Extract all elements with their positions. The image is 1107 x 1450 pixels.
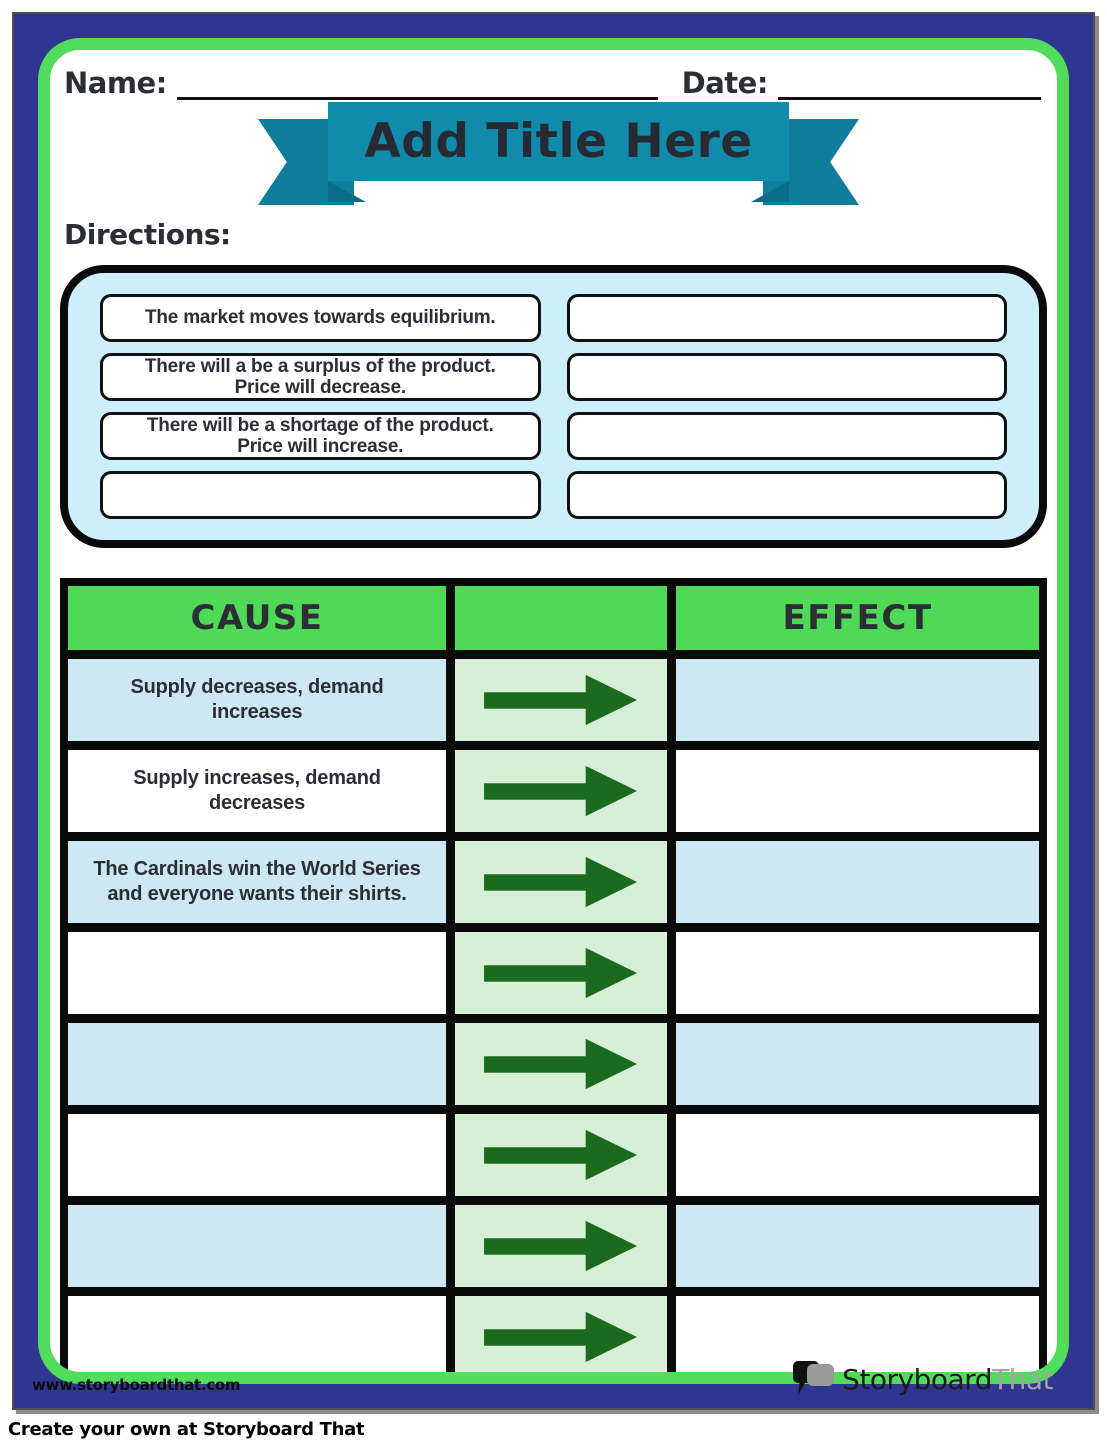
cause-cell[interactable] bbox=[68, 1205, 446, 1287]
site-url-text: www.storyboardthat.com bbox=[32, 1376, 241, 1394]
right-arrow-icon bbox=[484, 1220, 637, 1272]
word-bank-item[interactable]: There will a be a surplus of the product… bbox=[100, 353, 541, 401]
arrow-cell bbox=[455, 932, 667, 1014]
arrow-cell bbox=[455, 750, 667, 832]
cause-cell[interactable] bbox=[68, 1114, 446, 1196]
effect-cell[interactable] bbox=[676, 659, 1039, 741]
arrow-cell bbox=[455, 1205, 667, 1287]
arrow-cell bbox=[455, 659, 667, 741]
word-bank-item-text: There will be a shortage of the product.… bbox=[146, 414, 494, 457]
word-bank-item[interactable]: The market moves towards equilibrium. bbox=[100, 294, 541, 342]
arrow-cell bbox=[455, 1023, 667, 1105]
cause-cell[interactable] bbox=[68, 1296, 446, 1372]
effect-cell[interactable] bbox=[676, 841, 1039, 923]
storyboardthat-logo: StoryboardThat bbox=[792, 1358, 1054, 1400]
word-bank-item[interactable] bbox=[100, 471, 541, 519]
word-bank-item[interactable] bbox=[566, 353, 1007, 401]
name-date-row: Name: Date: bbox=[64, 66, 1043, 100]
logo-storyboard: Storyboard bbox=[842, 1362, 992, 1396]
arrow-cell bbox=[455, 1296, 667, 1372]
effect-cell[interactable] bbox=[676, 1205, 1039, 1287]
worksheet-content: Name: Date: Add Title Here Directions: T… bbox=[50, 50, 1057, 1372]
right-arrow-icon bbox=[484, 1311, 637, 1363]
effect-cell[interactable] bbox=[676, 932, 1039, 1014]
arrow-cell bbox=[455, 1114, 667, 1196]
effect-cell[interactable] bbox=[676, 1023, 1039, 1105]
logo-text: StoryboardThat bbox=[842, 1363, 1053, 1396]
cause-cell-text: Supply increases, demand decreases bbox=[133, 767, 381, 814]
word-bank-item-text: The market moves towards equilibrium. bbox=[144, 307, 496, 329]
right-arrow-icon bbox=[484, 1038, 637, 1090]
word-bank-item[interactable] bbox=[566, 412, 1007, 460]
date-label: Date: bbox=[681, 66, 769, 101]
worksheet-title[interactable]: Add Title Here bbox=[328, 102, 789, 181]
right-arrow-icon bbox=[484, 947, 637, 999]
cause-cell[interactable]: The Cardinals win the World Series and e… bbox=[68, 841, 446, 923]
cause-cell[interactable]: Supply increases, demand decreases bbox=[68, 750, 446, 832]
directions-label: Directions: bbox=[64, 218, 231, 251]
right-arrow-icon bbox=[484, 765, 637, 817]
navy-page-border: Name: Date: Add Title Here Directions: T… bbox=[12, 12, 1095, 1410]
effect-cell[interactable] bbox=[676, 750, 1039, 832]
date-input-line[interactable] bbox=[777, 66, 1041, 100]
cause-cell-text: The Cardinals win the World Series and e… bbox=[93, 858, 421, 905]
cause-cell[interactable] bbox=[68, 1023, 446, 1105]
word-bank-item[interactable] bbox=[566, 294, 1007, 342]
green-page-border: Name: Date: Add Title Here Directions: T… bbox=[38, 38, 1069, 1384]
logo-that: That bbox=[992, 1362, 1054, 1396]
create-your-own-note: Create your own at Storyboard That bbox=[8, 1419, 365, 1440]
cause-cell[interactable]: Supply decreases, demand increases bbox=[68, 659, 446, 741]
word-bank-box: The market moves towards equilibrium. Th… bbox=[60, 265, 1047, 548]
title-banner-ribbon: Add Title Here bbox=[60, 102, 1047, 210]
right-arrow-icon bbox=[484, 856, 637, 908]
arrow-column-header bbox=[455, 586, 667, 650]
cause-cell-text: Supply decreases, demand increases bbox=[130, 676, 384, 723]
word-bank-item[interactable]: There will be a shortage of the product.… bbox=[100, 412, 541, 460]
arrow-cell bbox=[455, 841, 667, 923]
cause-cell[interactable] bbox=[68, 932, 446, 1014]
effect-cell[interactable] bbox=[676, 1114, 1039, 1196]
name-label: Name: bbox=[64, 66, 167, 101]
word-bank-item[interactable] bbox=[566, 471, 1007, 519]
cause-effect-table: CAUSE EFFECT Supply decreases, demand in… bbox=[60, 578, 1047, 1372]
speech-bubbles-icon bbox=[793, 1361, 835, 1395]
word-bank-grid: The market moves towards equilibrium. Th… bbox=[100, 294, 1007, 519]
effect-column-header: EFFECT bbox=[676, 586, 1039, 650]
effect-cell[interactable] bbox=[676, 1296, 1039, 1372]
cause-column-header: CAUSE bbox=[68, 586, 446, 650]
name-input-line[interactable] bbox=[176, 66, 658, 100]
word-bank-item-text: There will a be a surplus of the product… bbox=[144, 355, 496, 398]
right-arrow-icon bbox=[484, 674, 637, 726]
right-arrow-icon bbox=[484, 1129, 637, 1181]
